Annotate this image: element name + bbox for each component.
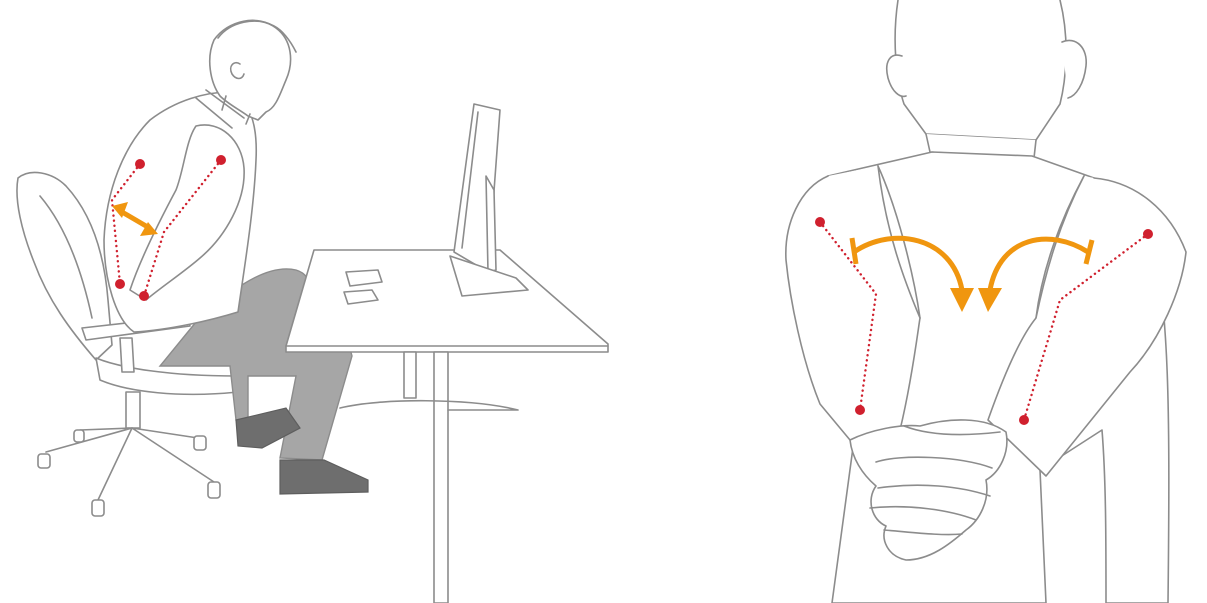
marker-dot [855, 405, 865, 415]
marker-dot [815, 217, 825, 227]
marker-dot [1019, 415, 1029, 425]
standing-person-back [786, 0, 1186, 603]
monitor-stand [486, 176, 496, 272]
marker-dot [139, 291, 149, 301]
right-shoe [280, 460, 368, 494]
desk-leg [434, 352, 448, 603]
desk-top [286, 250, 608, 352]
right-ear [1062, 40, 1086, 98]
marker-dot [216, 155, 226, 165]
chair-arm-support [120, 338, 134, 372]
marker-dot [1143, 229, 1153, 239]
chair-wheels [38, 430, 220, 516]
marker-dot [115, 279, 125, 289]
chair-base [46, 428, 214, 500]
desk-foot [340, 401, 518, 410]
head-back [895, 0, 1066, 140]
desk-back-leg [404, 352, 416, 398]
marker-dot [135, 159, 145, 169]
chair-column [126, 392, 140, 428]
